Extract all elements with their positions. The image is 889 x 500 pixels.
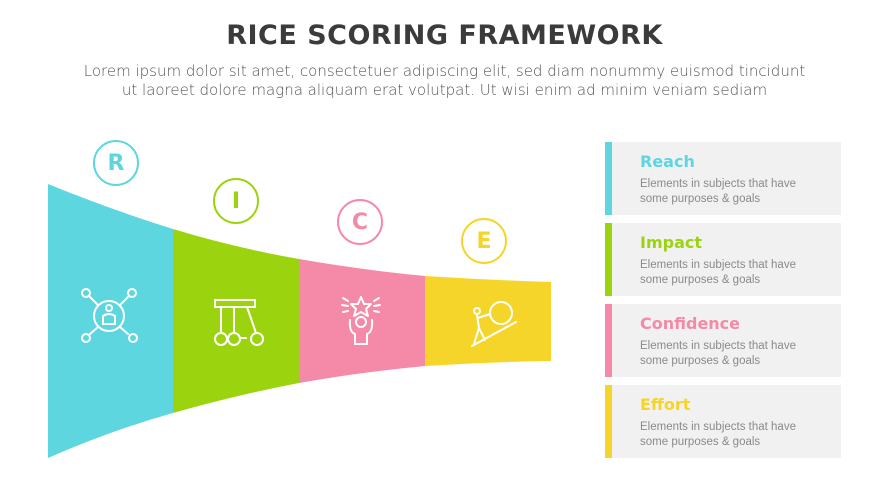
subtitle-line-1: Lorem ipsum dolor sit amet, consectetuer… xyxy=(83,62,806,80)
card-title: Confidence xyxy=(640,314,741,333)
card-accent-bar xyxy=(605,223,612,296)
card-accent-bar xyxy=(605,142,612,215)
card-accent-bar xyxy=(605,304,612,377)
card-desc-line-2: some purposes & goals xyxy=(640,274,761,286)
page-subtitle: Lorem ipsum dolor sit amet, consectetuer… xyxy=(40,62,849,100)
card-description: Elements in subjects that have some purp… xyxy=(640,339,830,369)
card-title: Reach xyxy=(640,152,695,171)
letter-badge-e: E xyxy=(461,218,507,264)
card-desc-line-2: some purposes & goals xyxy=(640,355,761,367)
newton-cradle-icon xyxy=(214,299,264,346)
star-celebration-icon xyxy=(341,296,381,345)
funnel-segment-effort xyxy=(425,276,551,366)
card-accent-bar xyxy=(605,385,612,458)
letter-badge-r: R xyxy=(93,140,139,186)
card-title: Effort xyxy=(640,395,691,414)
card-effort: Effort Elements in subjects that have so… xyxy=(605,385,841,458)
card-desc-line-2: some purposes & goals xyxy=(640,193,761,205)
card-impact: Impact Elements in subjects that have so… xyxy=(605,223,841,296)
card-desc-line-2: some purposes & goals xyxy=(640,436,761,448)
subtitle-line-2: ut laoreet dolore magna aliquam erat vol… xyxy=(121,81,768,99)
card-desc-line-1: Elements in subjects that have xyxy=(640,340,796,352)
card-desc-line-1: Elements in subjects that have xyxy=(640,421,796,433)
funnel-segment-confidence xyxy=(299,259,425,383)
card-title: Impact xyxy=(640,233,703,252)
network-person-icon xyxy=(81,288,138,343)
push-boulder-uphill-icon xyxy=(471,301,517,347)
funnel-segment-impact xyxy=(173,229,299,413)
page-title: RICE SCORING FRAMEWORK xyxy=(226,20,663,51)
card-description: Elements in subjects that have some purp… xyxy=(640,258,830,288)
letter-badge-c: C xyxy=(337,199,383,245)
card-description: Elements in subjects that have some purp… xyxy=(640,420,830,450)
letter-badge-i: I xyxy=(213,178,259,224)
card-reach: Reach Elements in subjects that have som… xyxy=(605,142,841,215)
card-description: Elements in subjects that have some purp… xyxy=(640,177,830,207)
card-confidence: Confidence Elements in subjects that hav… xyxy=(605,304,841,377)
funnel-segment-reach xyxy=(48,184,173,458)
card-desc-line-1: Elements in subjects that have xyxy=(640,178,796,190)
card-desc-line-1: Elements in subjects that have xyxy=(640,259,796,271)
